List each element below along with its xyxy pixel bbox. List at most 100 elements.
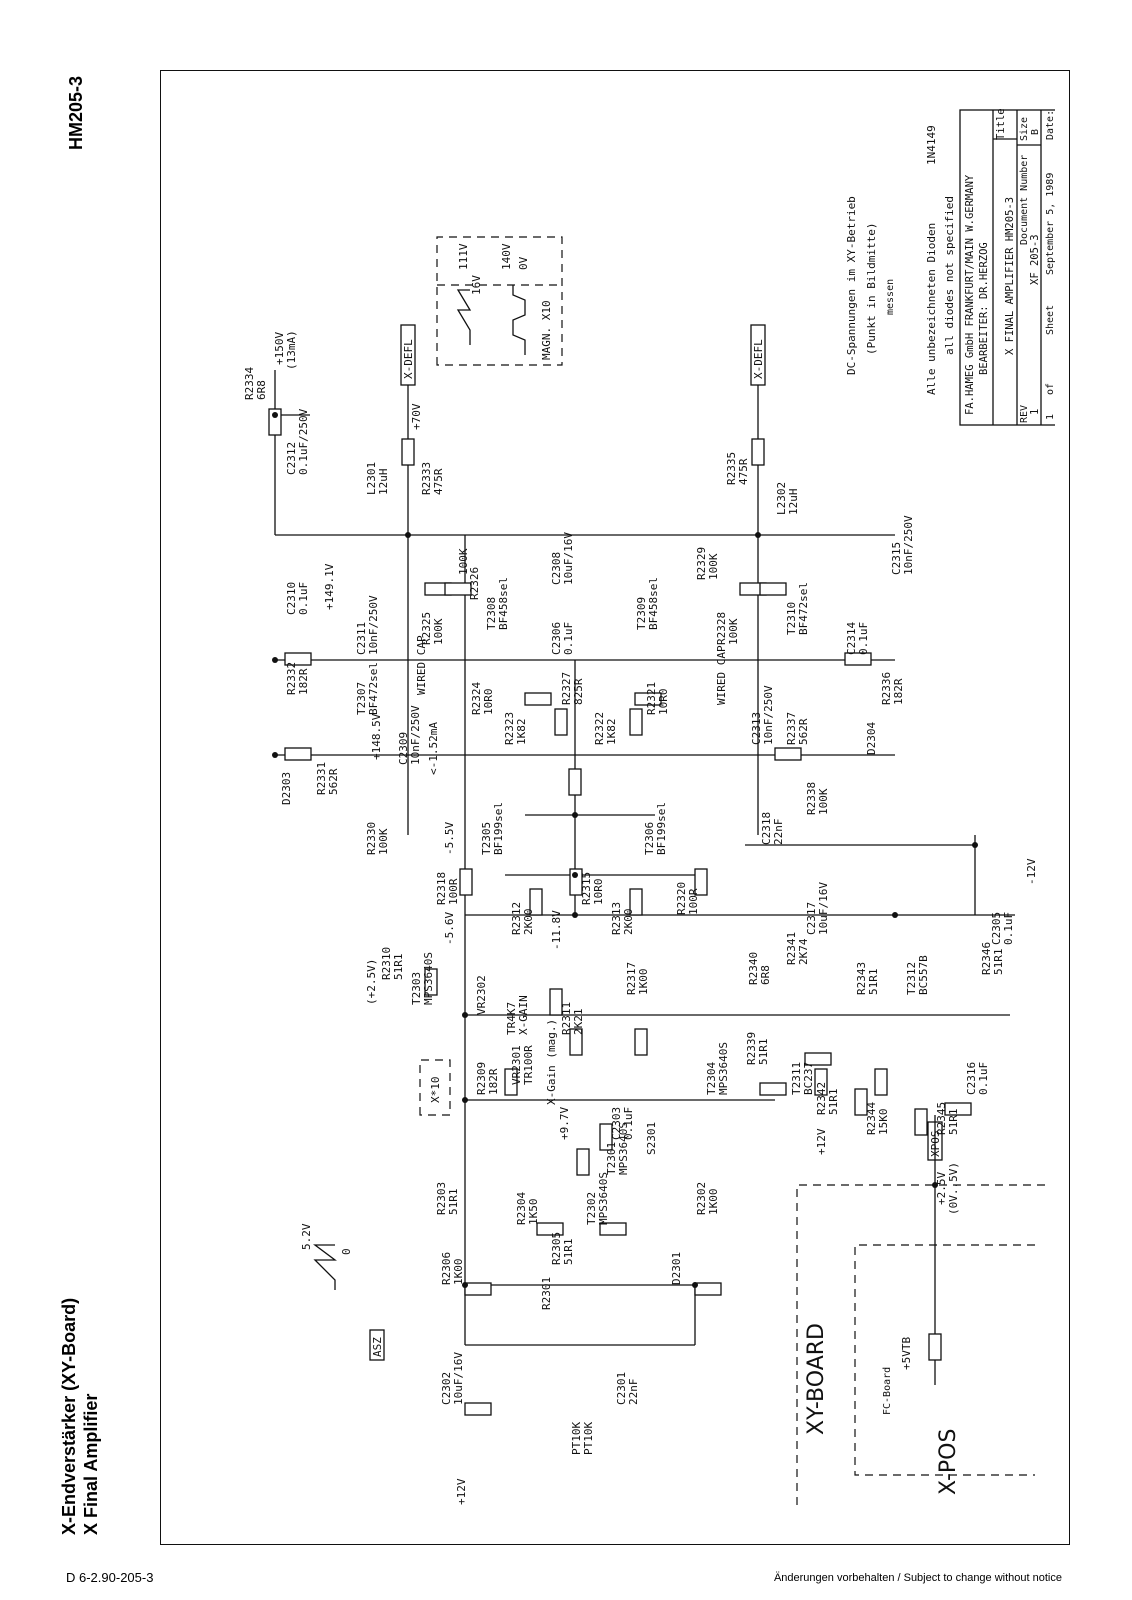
label-R2310: R2310 xyxy=(380,947,393,980)
value-R2308: 0.1uF xyxy=(622,1107,635,1140)
title-block-sheet-label: Sheet xyxy=(1045,305,1055,335)
value-C2317: 10uF/16V xyxy=(817,882,830,935)
label-T2310: T2310 xyxy=(785,602,798,635)
label-R2340: R2340 xyxy=(747,952,760,985)
label-R2342: R2342 xyxy=(815,1082,828,1115)
net-asz: ASZ xyxy=(371,1337,384,1357)
port-xpos xyxy=(927,1121,943,1161)
label-T2305: T2305 xyxy=(480,822,493,855)
net-vm55: -5.5V xyxy=(443,822,456,855)
label-C2314: C2314 xyxy=(845,622,858,655)
value-C2310: 0.1uF xyxy=(297,582,310,615)
value-R2339: 51R1 xyxy=(757,1039,770,1066)
wave2-high: 140V xyxy=(500,243,513,270)
net-vp97: +9.7V xyxy=(558,1107,571,1140)
label-D2301: R2301 xyxy=(540,1277,553,1310)
label-D2304: D2304 xyxy=(865,722,878,755)
value-C2303: MPS3640S xyxy=(617,1122,630,1175)
note-diode-line1: Alle unbezeichneten Dioden xyxy=(925,223,938,395)
value-T2305: BF199sel xyxy=(492,802,505,855)
net-xpos-v2: (0V..5V) xyxy=(947,1162,960,1215)
net-plus150-current: (13mA) xyxy=(285,330,298,370)
disclaimer: Änderungen vorbehalten / Subject to chan… xyxy=(773,1572,1062,1584)
port-xdefl-right xyxy=(750,324,766,386)
value-R2304: 51R1 xyxy=(562,1239,575,1266)
value-R2301: 10uF/16V xyxy=(452,1352,465,1405)
net-vm56: -5.6V xyxy=(443,912,456,945)
value-C2305: 0.1uF xyxy=(1002,912,1015,945)
net-plus150: +150V xyxy=(273,332,286,365)
note-dc-line2: (Punkt in Bildmitte) xyxy=(865,223,878,355)
label-R2303: R2304 xyxy=(515,1192,528,1225)
value-R2340: 6R8 xyxy=(759,965,772,985)
label-xy-board: XY-BOARD xyxy=(804,1323,829,1435)
value-C2314: 0.1uF xyxy=(857,622,870,655)
label-T2301: R2303 xyxy=(435,1182,448,1215)
value-T2307: BF472sel xyxy=(367,662,380,715)
label-R2332: R2332 xyxy=(285,662,298,695)
label-R2308: C2303 xyxy=(610,1107,623,1140)
label-R2331: R2331 xyxy=(315,762,328,795)
label-R2324: R2324 xyxy=(470,682,483,715)
value-R2345: 51R1 xyxy=(947,1109,960,1136)
value-L2302: 12uH xyxy=(787,489,800,516)
value-L2301: 12uH xyxy=(377,469,390,496)
label-VR2301: VR2301 xyxy=(510,1045,523,1085)
label-C2318: C2318 xyxy=(760,812,773,845)
port-xdefl-left xyxy=(400,324,416,386)
title-english: X Final Amplifier xyxy=(81,1393,101,1535)
value-C2313: 10nF/250V xyxy=(762,685,775,745)
label-R2322: R2322 xyxy=(593,712,606,745)
title-block-size: B xyxy=(1030,129,1041,135)
value-T2308: BF458sel xyxy=(497,577,510,630)
title-block-sheet-total: 1 xyxy=(1045,414,1055,420)
label-R2330: R2330 xyxy=(365,822,378,855)
label-L2302: L2302 xyxy=(775,482,788,515)
label-S2301: S2301 xyxy=(645,1122,658,1155)
title-block-date-label: Date: xyxy=(1045,110,1055,140)
net-xm10: X*10 xyxy=(429,1077,442,1104)
value-T2312: BC557B xyxy=(917,955,930,995)
asz-high: 5.2V xyxy=(300,1223,313,1250)
value-R2302: 1K00 xyxy=(452,1259,465,1286)
value-R2317: 1K00 xyxy=(637,969,650,996)
value-R2315: 10R0 xyxy=(592,879,605,906)
component-labels: R2334 6R8 C2312 0.1uF/250V L2301 12uH R2… xyxy=(243,367,1015,1455)
value-R2313: 2K00 xyxy=(622,909,635,936)
net-vp12-right: +12V xyxy=(815,1128,828,1155)
value-R2312: 2K00 xyxy=(522,909,535,936)
title-block-rev: 1 xyxy=(1029,409,1041,415)
notes: DC-Spannungen im XY-Betrieb (Punkt in Bi… xyxy=(845,125,956,395)
label-T2309: T2309 xyxy=(635,597,648,630)
title-block-docnum: XF 205-3 xyxy=(1029,234,1041,285)
title-block-title-label: Title xyxy=(995,108,1007,140)
title-block-sheet-of: of xyxy=(1045,383,1055,395)
label-C2308: C2308 xyxy=(550,552,563,585)
title-block-author: BEARBEITER: DR.HERZOG xyxy=(978,242,990,375)
model-number: HM205-3 xyxy=(66,75,86,150)
value-R2320: 100R xyxy=(687,888,700,915)
value-R2343: 51R1 xyxy=(867,969,880,996)
board-outlines: XY-BOARD FC-Board X-POS xyxy=(796,1184,1045,1505)
label-R2337: R2337 xyxy=(785,712,798,745)
value-R2324: 10R0 xyxy=(482,689,495,716)
title-block-date: September 5, 1989 xyxy=(1045,173,1055,275)
wave1-low: 16V xyxy=(470,275,483,295)
schematic-drawing: FA.HAMEG GmbH FRANKFURT/MAIN W.GERMANY B… xyxy=(175,85,1055,1535)
junctions xyxy=(272,412,978,1358)
label-R2309: R2309 xyxy=(475,1062,488,1095)
label-x-pos: X-POS xyxy=(936,1429,961,1495)
wave2-note: MAGN. X10 xyxy=(540,300,553,360)
value-C2302: 22nF xyxy=(627,1379,640,1406)
value-R2311: 2K21 xyxy=(572,1009,585,1036)
label-T2312: T2312 xyxy=(905,962,918,995)
title-block: FA.HAMEG GmbH FRANKFURT/MAIN W.GERMANY B… xyxy=(959,108,1055,426)
fn-VR2301: X-Gain (mag.) xyxy=(545,1019,558,1105)
value-T2311: BC237 xyxy=(802,1062,815,1095)
label-T2304: T2304 xyxy=(705,1062,718,1095)
port-asz xyxy=(369,1329,385,1361)
value-R2323: 1K82 xyxy=(515,719,528,746)
net-xpos: XPOS xyxy=(929,1131,942,1158)
document-code: D 6-2.90-205-3 xyxy=(66,1570,154,1585)
label-T2307: T2307 xyxy=(355,682,368,715)
